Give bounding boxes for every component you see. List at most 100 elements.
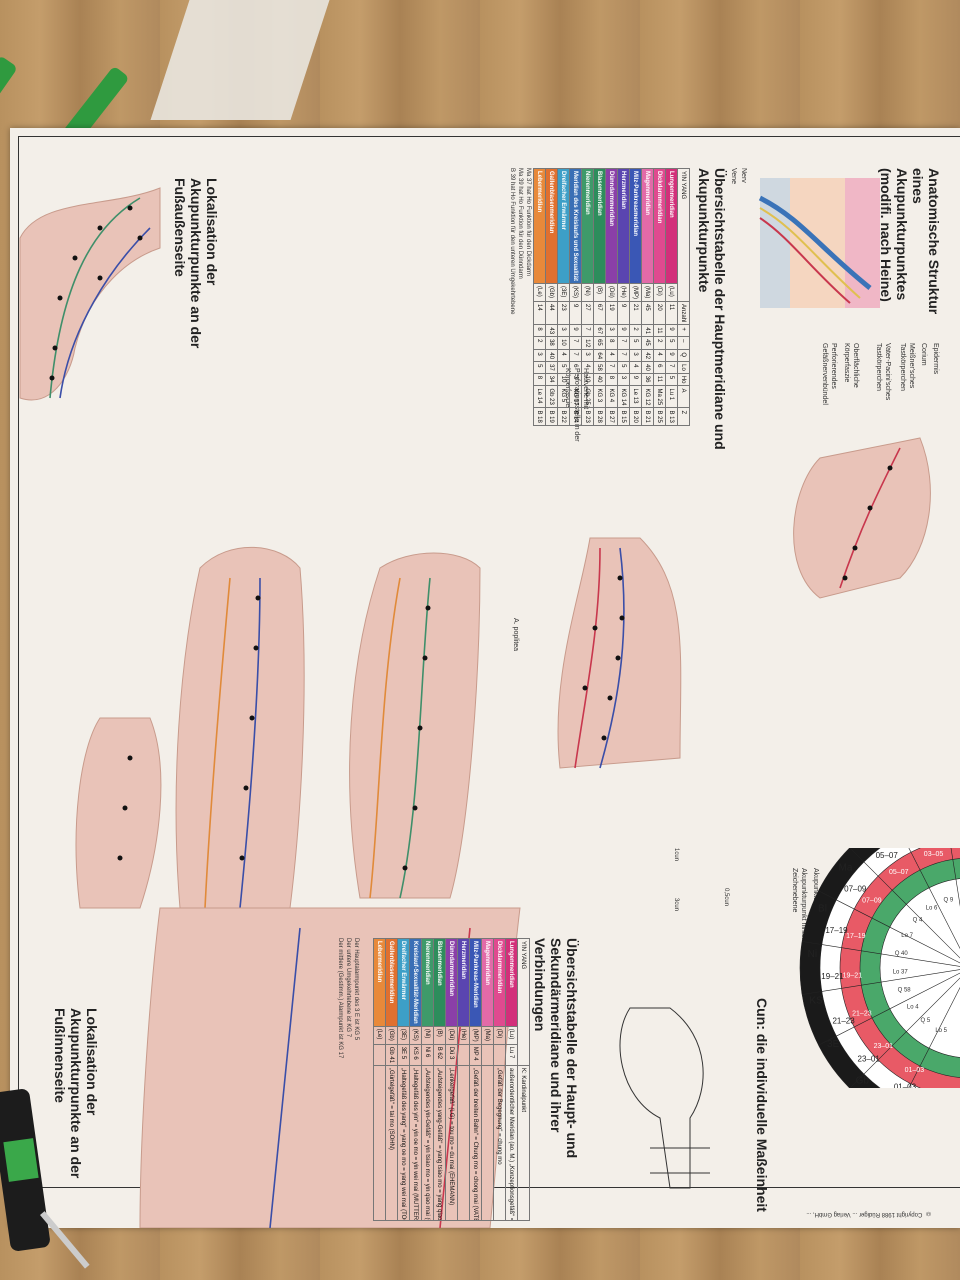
- wheel-time-label-inner: 05–07: [889, 869, 909, 876]
- wheel-spoke: [802, 969, 960, 995]
- wheel-spoke: [802, 941, 960, 967]
- table-cell: 7: [581, 324, 594, 337]
- table-cell: 2: [653, 336, 666, 350]
- kardinal-point: 3E 5: [397, 1044, 410, 1066]
- wheel-point-label: Q 9: [944, 897, 954, 903]
- meridian-abbr: (KS): [409, 1026, 422, 1045]
- table-cell: Le 14: [533, 385, 546, 408]
- second-note-1: Der Hauptalarmpunkt des 3 E ist KG 5: [353, 938, 359, 1041]
- wheel-point-label: Lo 7: [901, 933, 913, 939]
- table-cell: 9: [569, 301, 582, 325]
- table-cell: 40: [545, 349, 558, 362]
- table-cell: 64: [593, 349, 606, 362]
- main-col-header: –: [677, 336, 690, 350]
- anatomy-label-3: Meißner'sches Tastkörperchen: [899, 343, 915, 391]
- table-cell: Ma 25: [653, 385, 666, 408]
- meridian-name: Lebermeridian: [533, 168, 546, 284]
- note-2: Ma 39 hat Ho Funktion für den Dünndarm: [517, 168, 523, 279]
- connection-text: „Lenkergefäß“ (LG) = tou mo = du mai (EH…: [445, 1065, 458, 1221]
- table-cell: 3: [533, 349, 546, 362]
- meridian-abbr: (B): [433, 1026, 446, 1045]
- table-cell: 11: [665, 301, 678, 325]
- table-cell: 23: [557, 301, 570, 325]
- meridian-abbr: (Di): [493, 1026, 506, 1045]
- table-cell: Le 13: [629, 385, 642, 408]
- meridian-name: Dickdarmmeridian: [493, 938, 506, 1027]
- table-row: Lebermeridian(Le): [373, 938, 386, 1221]
- meridian-name: Lungenmeridian: [665, 168, 678, 284]
- table-row: Herzmeridian(He): [457, 938, 470, 1221]
- table-cell: 65: [593, 336, 606, 350]
- table-cell: B 18: [533, 407, 546, 426]
- foot-outer-figure: [19, 187, 161, 401]
- connection-text: [457, 1065, 470, 1221]
- meridian-name: Magenmeridian: [641, 168, 654, 284]
- table-cell: 42: [641, 349, 654, 362]
- table-row: Dünndarmmeridian(Dü)Dü 3„Lenkergefäß“ (L…: [445, 938, 458, 1221]
- yin-yang-header: YIN YANG: [517, 938, 530, 1066]
- table-cell: 40: [593, 373, 606, 386]
- wheel-spoke: [818, 972, 960, 1046]
- connection-text: „Gefäß der Begegnung“ = chung mo: [493, 1065, 506, 1221]
- wheel-time-label-inner: 03–05: [924, 851, 944, 858]
- table-cell: 40: [641, 361, 654, 374]
- kardinal-point: [493, 1044, 506, 1066]
- second-note-3: Der mittlere (Gestimm.) Alarmpunkt ist K…: [337, 938, 343, 1059]
- wheel-time-label-inner: 19–21: [843, 972, 863, 979]
- table-cell: 8: [605, 336, 618, 350]
- wheel-point-label: Lo 37: [893, 969, 909, 975]
- wheel-spoke: [849, 848, 960, 959]
- wheel-time-label-inner: 01–03: [905, 1067, 925, 1074]
- wheel-organ-label: Ma: [839, 863, 853, 874]
- wheel-spoke: [908, 848, 960, 950]
- main-col-header: Anzahl: [677, 301, 690, 325]
- meridian-name: Nierenmeridian: [421, 938, 434, 1027]
- wheel-time-label: 23–01: [858, 1055, 881, 1064]
- table-cell: 11: [653, 373, 666, 386]
- wheel-time-label-inner: 23–01: [874, 1043, 894, 1050]
- table-cell: 9: [665, 324, 678, 337]
- main-table-title: Übersichtstabelle der Hauptmeridiane und…: [696, 168, 728, 450]
- table-cell: 3: [557, 324, 570, 337]
- foot-outer-title: Lokalisation der Akupunkturpunkte an der…: [172, 178, 220, 349]
- table-cell: 6: [653, 361, 666, 374]
- table-cell: B 14: [569, 407, 582, 426]
- anatomy-label-8: Vene: [730, 168, 737, 184]
- table-cell: 8: [605, 373, 618, 386]
- table-row: Milz-Pankreas-Meridian(MP)MP 4„Gefäß der…: [469, 938, 482, 1221]
- meridian-abbr: (He): [617, 283, 630, 302]
- connection-text: „Gürtelgefäß“ = tai mo (SOHN): [385, 1065, 398, 1221]
- wheel-time-label: 19–21: [821, 972, 844, 981]
- table-row: Dickdarmmeridian(Di) „Gefäß der Begegnung…: [493, 938, 506, 1221]
- wheel-point-label: Lo 5: [935, 1028, 947, 1034]
- main-col-header: A: [677, 385, 690, 408]
- meridian-name: Magenmeridian: [481, 938, 494, 1027]
- table-cell: 1/2: [581, 336, 594, 350]
- table-cell: 36: [641, 373, 654, 386]
- skin-cross-section: [758, 178, 880, 308]
- meridian-abbr: (MP): [469, 1026, 482, 1045]
- meridian-abbr: (Gb): [545, 283, 558, 302]
- anatomy-label-1: Epidermis: [932, 343, 939, 375]
- table-cell: 58: [593, 361, 606, 374]
- wheel-ring: [879, 878, 960, 1058]
- meridian-name: Dreifacher Erwärmer: [557, 168, 570, 284]
- table-row: Meridian des Kreislaufs und Sexualität(K…: [569, 168, 582, 426]
- table-cell: KG 12: [641, 385, 654, 408]
- connection-text: „Aufsteigendes yin-Gefäß“ = yin tsiao mo…: [421, 1065, 434, 1221]
- table-cell: 4: [629, 361, 642, 374]
- table-cell: B 27: [605, 407, 618, 426]
- meridian-name: Blasenmeridian: [433, 938, 446, 1027]
- meridian-abbr: (Dü): [605, 283, 618, 302]
- table-cell: 38: [545, 336, 558, 350]
- meridian-abbr: (Ma): [481, 1026, 494, 1045]
- table-cell: B 15: [617, 407, 630, 426]
- meridian-abbr: (He): [457, 1026, 470, 1045]
- connection-text: außerordentlicher Meridian (ao. M.) „Kon…: [505, 1065, 518, 1221]
- wheel-point-label: Q 4: [913, 918, 923, 924]
- table-cell: 9: [569, 324, 582, 337]
